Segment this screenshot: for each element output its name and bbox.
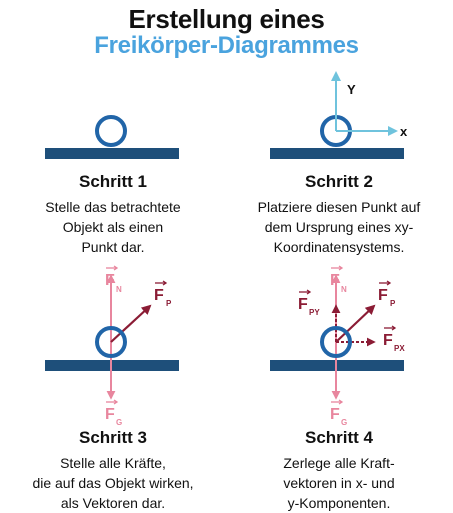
force-subscript: PX (394, 344, 405, 353)
force-label-fpy: F PY (298, 289, 320, 317)
surface-block (45, 148, 179, 159)
force-label-fp: F P (154, 280, 172, 308)
force-label-fp: F P (378, 280, 396, 308)
force-subscript: N (116, 285, 122, 294)
panel-step-2: Y x (270, 71, 408, 159)
step-1-caption: Schritt 1 Stelle das betrachtete Objekt … (0, 172, 226, 257)
step-description-line: Koordinatensystems. (273, 239, 405, 255)
step-description-line: als Vektoren dar. (60, 495, 166, 511)
force-letter: F (154, 287, 164, 304)
panel-step-3: F N F G F P (45, 265, 179, 427)
object-point (95, 115, 127, 147)
step-heading: Schritt 1 (78, 172, 148, 191)
object-point (95, 326, 127, 358)
force-subscript: G (341, 418, 347, 427)
step-heading: Schritt 2 (304, 172, 374, 191)
force-label-fg: F G (105, 399, 122, 427)
step-description-line: Zerlege alle Kraft- (283, 455, 395, 471)
panel-step-1 (45, 115, 179, 159)
force-subscript: N (341, 285, 347, 294)
force-subscript: G (116, 418, 122, 427)
panel-step-4: F N F G F P F PY F PX (270, 265, 405, 427)
force-letter: F (330, 406, 340, 423)
step-3-caption: Schritt 3 Stelle alle Kräfte, die auf da… (0, 428, 226, 513)
force-label-fn: F N (330, 265, 347, 294)
force-p-arrow (335, 304, 376, 343)
step-description-line: Platziere diesen Punkt auf (257, 199, 421, 215)
force-p-arrow (110, 304, 152, 343)
step-description-line: Stelle alle Kräfte, (60, 455, 166, 471)
step-description-line: vektoren in x- und (283, 475, 395, 491)
force-letter: F (105, 406, 115, 423)
surface-block (270, 148, 404, 159)
force-letter: F (298, 296, 308, 313)
step-description-line: y-Komponenten. (287, 495, 391, 511)
step-description-line: dem Ursprung eines xy- (264, 219, 414, 235)
force-subscript: P (166, 299, 172, 308)
force-subscript: PY (309, 308, 320, 317)
step-description-line: Objekt als einen (62, 219, 164, 235)
force-letter: F (330, 272, 340, 289)
force-label-fn: F N (105, 265, 122, 294)
title-line-1: Erstellung eines (128, 4, 325, 34)
step-4-caption: Schritt 4 Zerlege alle Kraft- vektoren i… (226, 428, 452, 513)
step-description-line: die auf das Objekt wirken, (32, 475, 194, 491)
step-description-line: Punkt dar. (81, 239, 145, 255)
step-heading: Schritt 3 (78, 428, 148, 447)
step-heading: Schritt 4 (304, 428, 374, 447)
force-label-fg: F G (330, 399, 347, 427)
title-line-2: Freikörper-Diagrammes (94, 32, 359, 59)
force-letter: F (383, 332, 393, 349)
force-subscript: P (390, 299, 396, 308)
y-axis-label: Y (347, 82, 356, 97)
step-2-caption: Schritt 2 Platziere diesen Punkt auf dem… (226, 172, 452, 257)
step-description-line: Stelle das betrachtete (45, 199, 181, 215)
force-label-fpx: F PX (383, 325, 405, 353)
x-axis-label: x (400, 124, 408, 139)
force-letter: F (105, 272, 115, 289)
force-letter: F (378, 287, 388, 304)
object-point (320, 326, 352, 358)
